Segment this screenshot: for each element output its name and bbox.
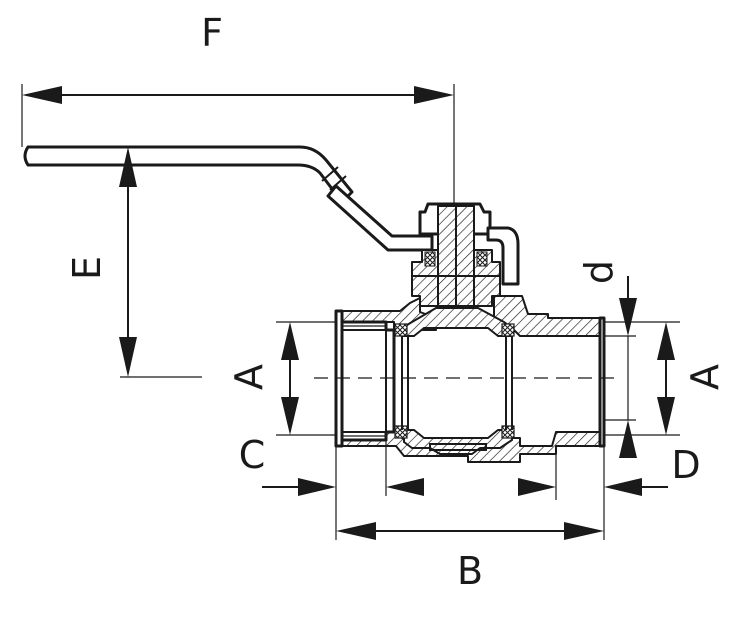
label-a-left: A xyxy=(227,364,271,390)
label-c: C xyxy=(239,433,266,477)
internal-thread xyxy=(340,320,396,442)
dimension-lines xyxy=(21,84,680,540)
label-a-right: A xyxy=(683,364,727,390)
label-e: E xyxy=(65,256,109,280)
stem-assembly xyxy=(411,202,520,307)
label-d-big: D xyxy=(671,443,700,487)
ball-and-seats xyxy=(394,307,515,455)
label-f: F xyxy=(201,11,223,55)
label-b: B xyxy=(457,549,483,593)
lever-handle xyxy=(23,145,434,252)
label-d-small: d xyxy=(577,260,621,284)
